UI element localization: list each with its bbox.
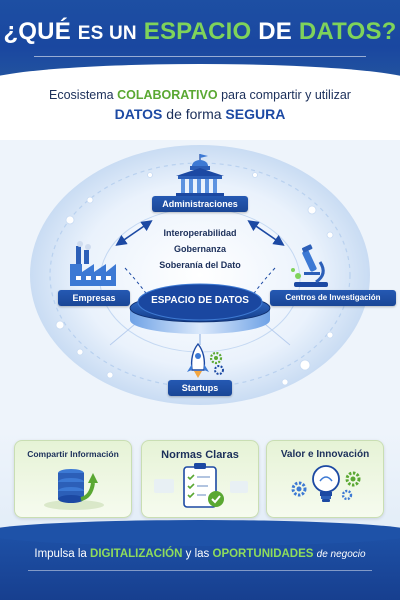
card-title: Valor e Innovación (280, 449, 370, 460)
core-label: ESPACIO DE DATOS (151, 295, 249, 306)
factory-icon (70, 241, 116, 286)
title-part-de: DE (258, 18, 293, 45)
subtitle-line-1: Ecosistema COLABORATIVO para compartir y… (0, 88, 400, 102)
lightbulb-gears-icon (291, 465, 361, 502)
footer-highlight-digitalizacion: DIGITALIZACIÓN (90, 548, 183, 560)
node-label-text: Centros de Investigación (285, 293, 381, 302)
subtitle-text: de forma (166, 106, 222, 122)
orbit-ring-outer (49, 162, 351, 388)
subtitle-highlight-colaborativo: COLABORATIVO (117, 88, 218, 102)
subtitle-highlight-segura: SEGURA (225, 106, 286, 122)
footer-text-part: y las (185, 548, 210, 560)
government-building-icon (176, 154, 224, 197)
subtitle-highlight-datos: DATOS (114, 106, 163, 122)
footer-tagline: Impulsa la DIGITALIZACIÓN y las OPORTUNI… (0, 548, 400, 560)
title-part-que: ¿QUÉ (3, 18, 71, 45)
card-compartir: Compartir Información (14, 440, 132, 518)
title-part-datos: DATOS? (298, 18, 397, 45)
arrow-admin-centros (247, 220, 285, 246)
core-disc-cap (137, 283, 263, 321)
ecosystem-diagram: Administraciones Empresas Centros de Inv… (0, 140, 400, 430)
footer-banner (0, 520, 400, 600)
card-valor: Valor e Innovación (266, 440, 384, 518)
database-upload-icon (44, 469, 104, 510)
title-divider (34, 56, 366, 57)
footer-text-part: Impulsa la (34, 548, 87, 560)
page-title: ¿QUÉ ES UN ESPACIO DE DATOS? (0, 18, 400, 46)
term-interoperabilidad: Interoperabilidad (163, 228, 237, 238)
arrow-admin-empresas (115, 220, 153, 246)
checklist-icon (154, 463, 248, 508)
subtitle-text: para compartir y utilizar (221, 88, 351, 102)
term-soberania: Soberanía del Dato (159, 260, 241, 270)
microscope-icon (291, 244, 328, 287)
node-administraciones: Administraciones (152, 196, 248, 212)
subtitle-line-2: DATOS de forma SEGURA (0, 106, 400, 122)
decor-dots (55, 172, 334, 386)
footer-divider (28, 570, 372, 571)
header-banner: ¿QUÉ ES UN ESPACIO DE DATOS? (0, 0, 400, 78)
card-title: Normas Claras (161, 449, 239, 461)
node-centros-investigacion: Centros de Investigación (270, 290, 396, 306)
node-label-text: Administraciones (162, 199, 238, 209)
halo-ellipse (30, 145, 370, 405)
rocket-gears-icon (187, 342, 224, 378)
node-empresas: Empresas (58, 290, 130, 306)
title-part-espacio: ESPACIO (143, 18, 252, 45)
footer-text-part: de negocio (316, 549, 366, 560)
card-normas: Normas Claras (141, 440, 259, 518)
subtitle-band (0, 64, 400, 140)
subtitle-text: Ecosistema (49, 88, 114, 102)
term-gobernanza: Gobernanza (173, 244, 226, 254)
title-part-es-un: ES UN (77, 23, 137, 44)
node-label-text: Startups (181, 383, 219, 393)
node-label-text: Empresas (72, 293, 116, 303)
diagram-graphic (30, 145, 370, 405)
footer-highlight-oportunidades: OPORTUNIDADES (212, 548, 314, 560)
node-startups: Startups (168, 380, 232, 396)
card-title: Compartir Información (27, 449, 119, 459)
